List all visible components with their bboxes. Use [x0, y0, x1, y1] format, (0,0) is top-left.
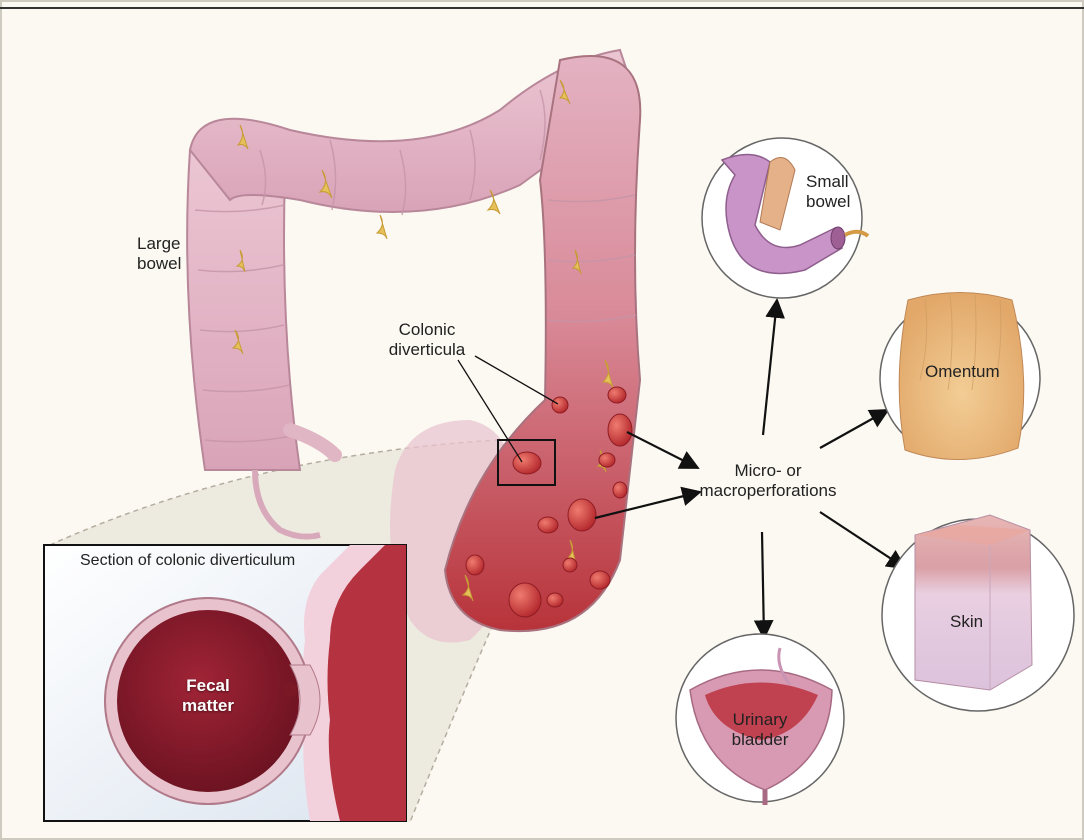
small-bowel-label: Small bowel — [806, 172, 850, 212]
colonic-diverticula-label: Colonic diverticula — [372, 320, 482, 360]
fecal-matter-label: Fecal matter — [158, 676, 258, 716]
colonic-diverticula-line2: diverticula — [372, 340, 482, 360]
skin-label: Skin — [950, 612, 983, 632]
urinary-bladder-line2: bladder — [720, 730, 800, 750]
large-bowel-label: Large bowel — [137, 234, 181, 274]
small-bowel-line1: Small — [806, 172, 850, 192]
perforations-label: Micro- or macroperforations — [688, 461, 848, 501]
perforations-line1: Micro- or — [688, 461, 848, 481]
large-bowel-line2: bowel — [137, 254, 181, 274]
urinary-bladder-line1: Urinary — [720, 710, 800, 730]
large-bowel-line1: Large — [137, 234, 181, 254]
fecal-matter-line2: matter — [158, 696, 258, 716]
omentum-label: Omentum — [925, 362, 1000, 382]
urinary-bladder-label: Urinary bladder — [720, 710, 800, 750]
fecal-matter-line1: Fecal — [158, 676, 258, 696]
perforations-line2: macroperforations — [688, 481, 848, 501]
colonic-diverticula-line1: Colonic — [372, 320, 482, 340]
small-bowel-line2: bowel — [806, 192, 850, 212]
inset-title: Section of colonic diverticulum — [80, 552, 295, 571]
